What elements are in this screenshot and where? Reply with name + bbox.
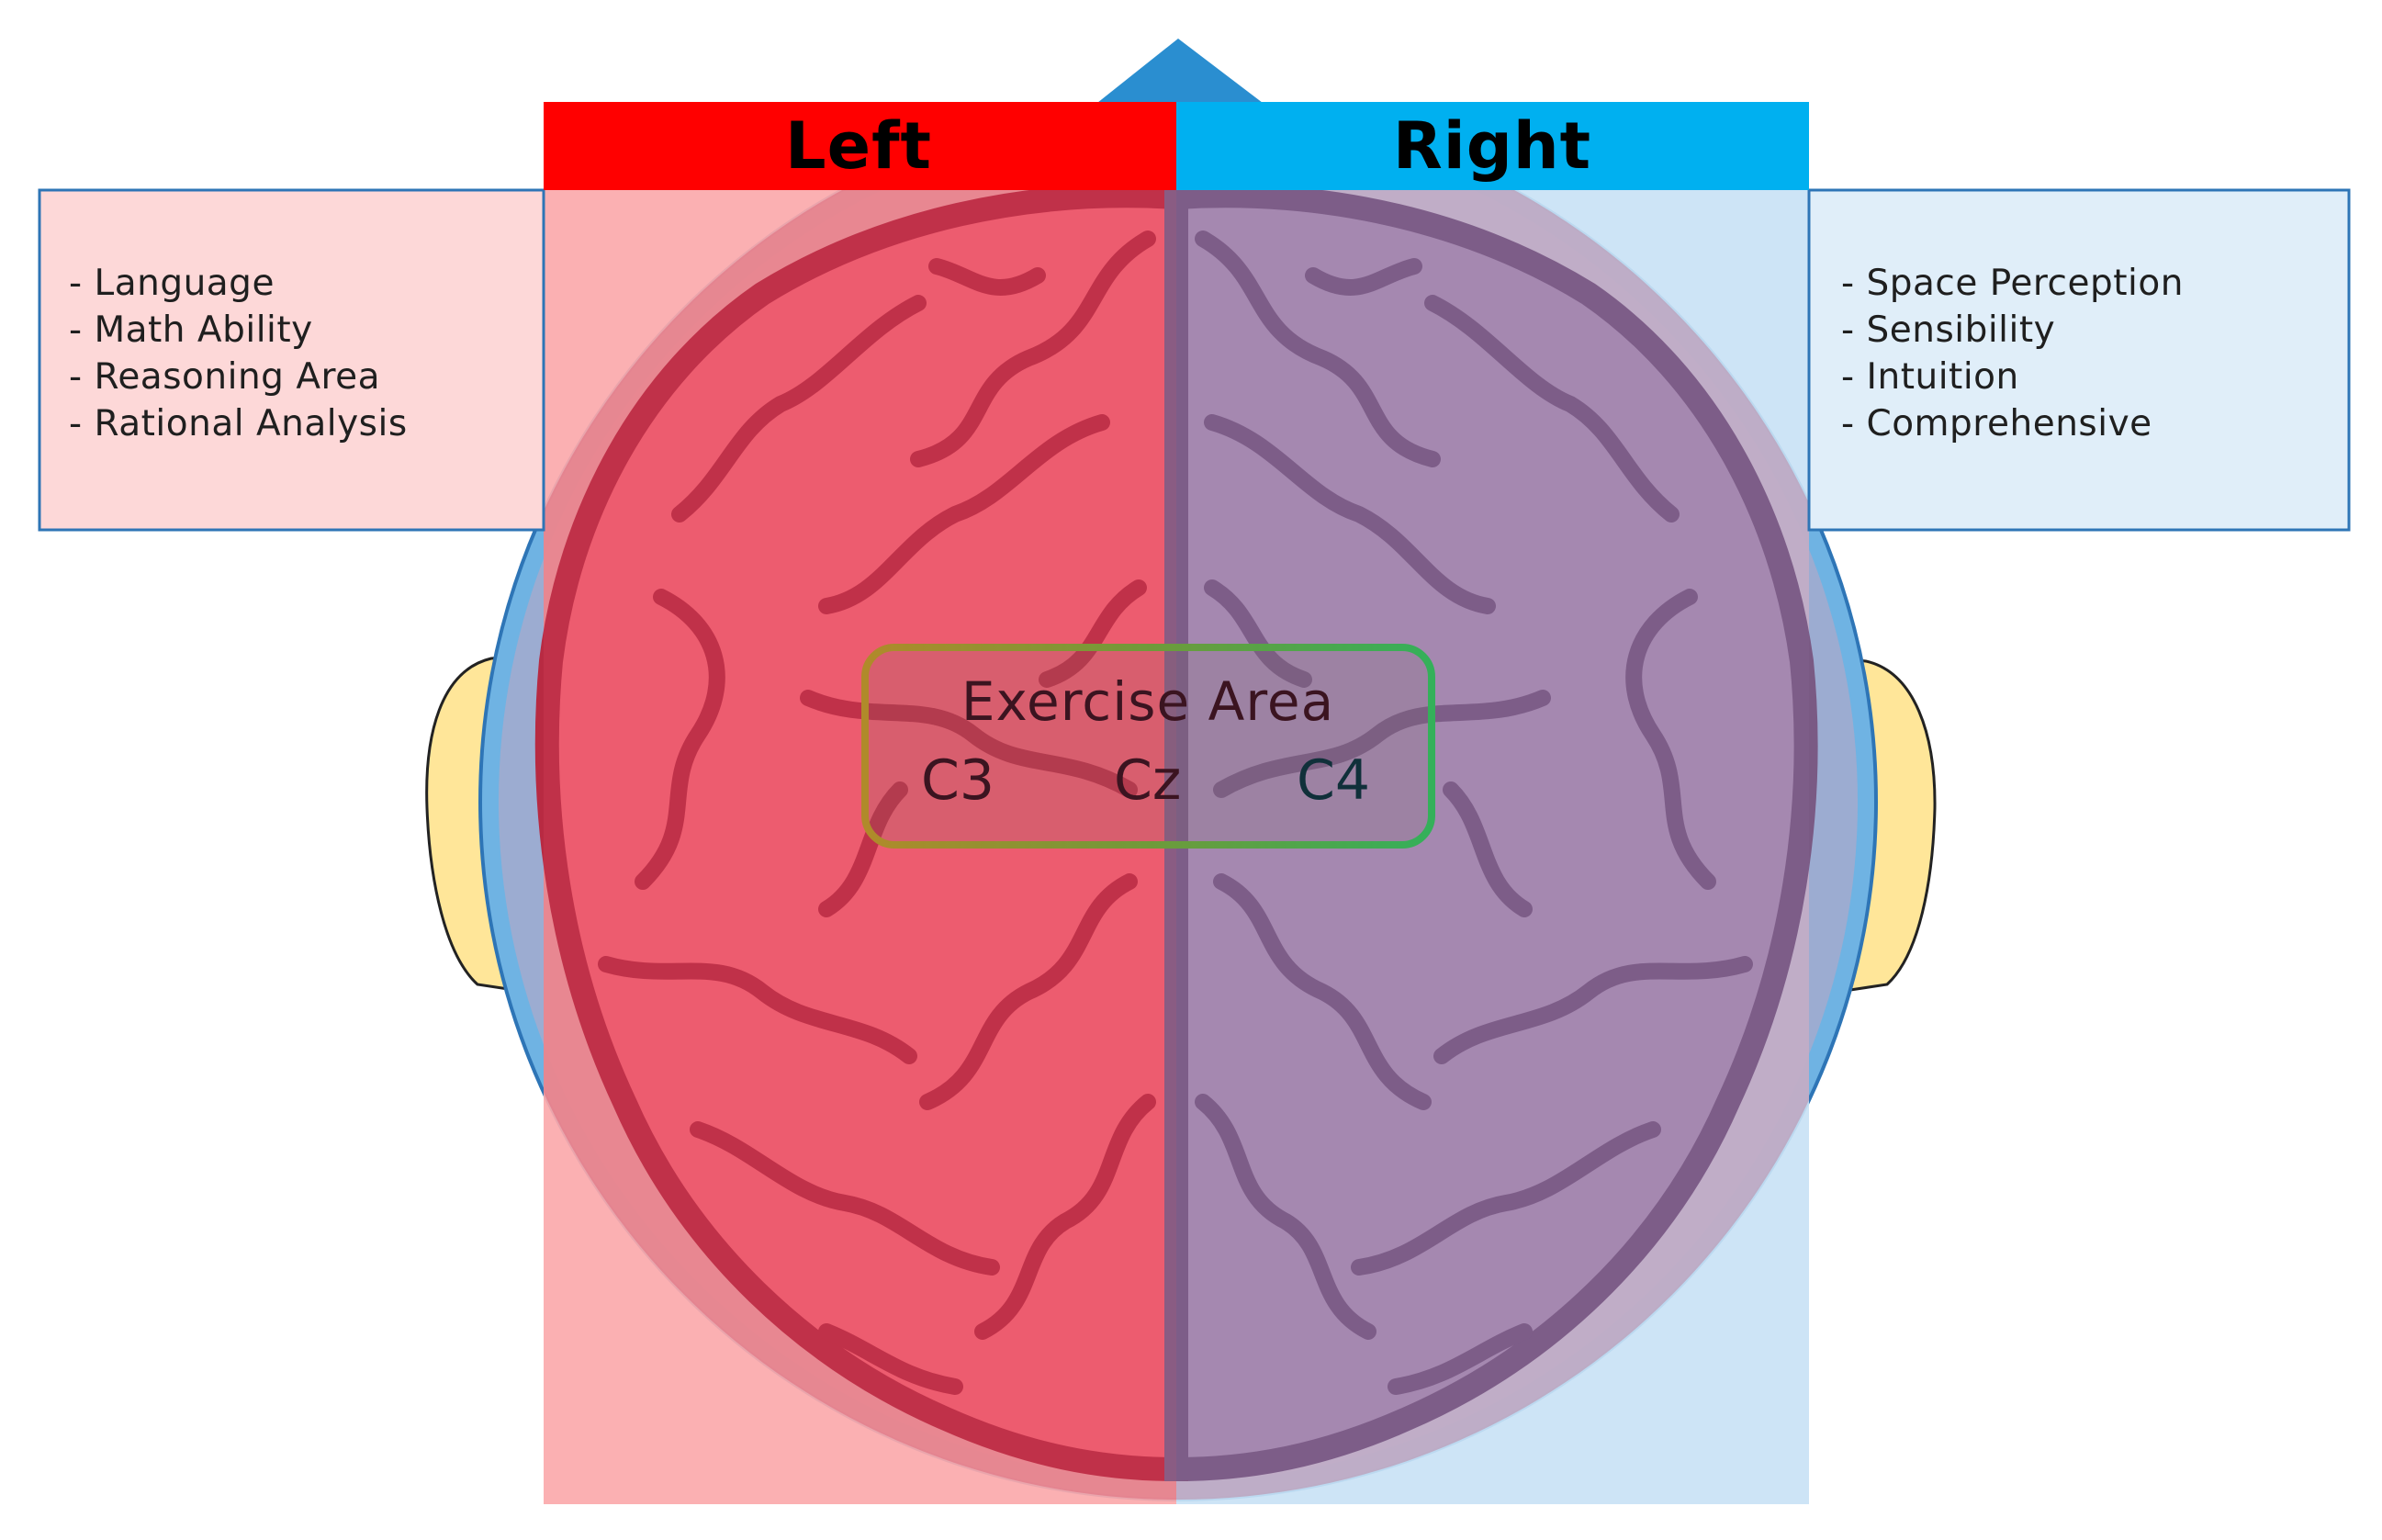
right-info-box xyxy=(1807,188,2351,532)
right-function-list: - Space Perception - Sensibility - Intui… xyxy=(1841,260,2184,447)
left-header-label: Left xyxy=(785,108,932,184)
left-info-box xyxy=(38,188,545,532)
left-function-item: - Reasoning Area xyxy=(69,356,381,398)
electrode-c3-label: C3 xyxy=(921,748,995,813)
right-function-item: - Intuition xyxy=(1841,356,2019,398)
right-header-bar xyxy=(1176,102,1809,190)
left-function-item: - Rational Analysis xyxy=(69,403,408,444)
electrode-c4-label: C4 xyxy=(1297,748,1371,813)
left-function-item: - Language xyxy=(69,263,275,304)
right-function-item: - Space Perception xyxy=(1841,263,2184,304)
exercise-area-title: Exercise Area xyxy=(961,670,1335,733)
right-hemisphere xyxy=(1164,184,1818,1482)
left-function-item: - Math Ability xyxy=(69,309,313,351)
right-function-item: - Comprehensive xyxy=(1841,403,2152,444)
exercise-area-box xyxy=(861,644,1435,849)
right-header-label: Right xyxy=(1392,108,1592,184)
electrode-cz-label: Cz xyxy=(1114,748,1182,813)
left-function-list: - Language - Math Ability - Reasoning Ar… xyxy=(69,260,408,447)
nose-shape xyxy=(1097,39,1263,103)
left-header-bar xyxy=(544,102,1176,190)
right-function-item: - Sensibility xyxy=(1841,309,2056,351)
